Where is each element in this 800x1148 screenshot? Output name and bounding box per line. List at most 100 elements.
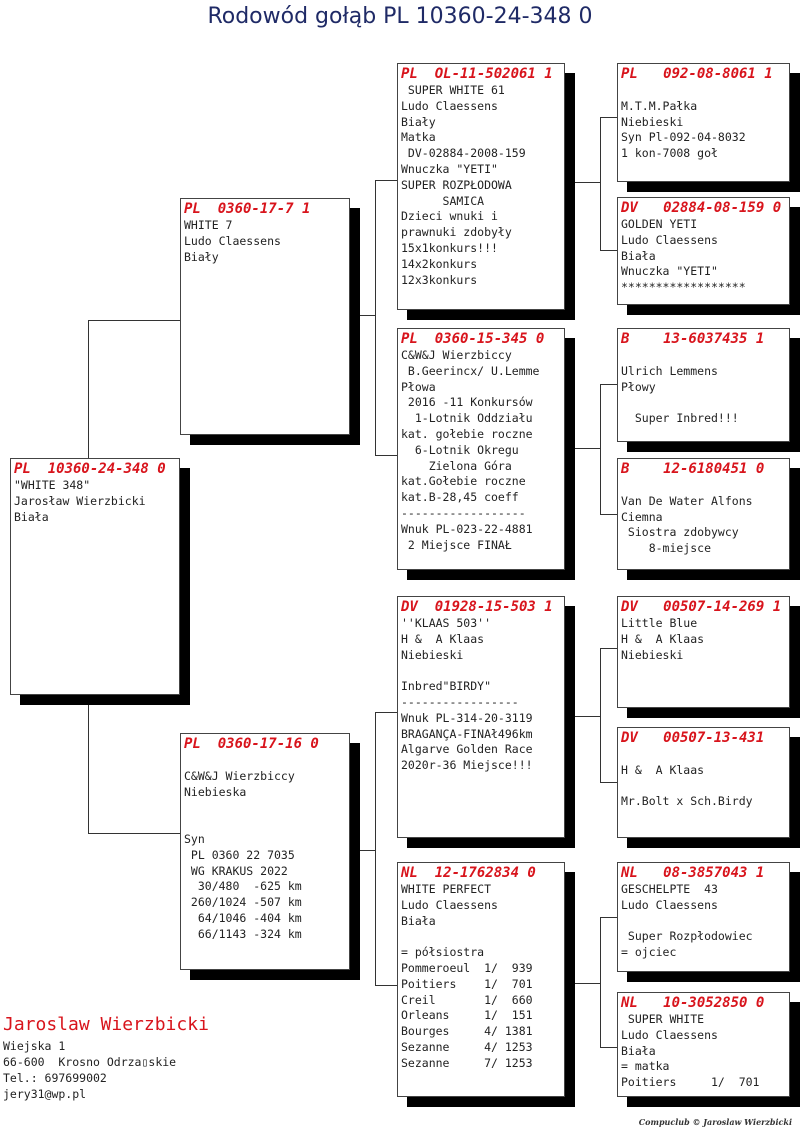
pedigree-line: Niebieski [401, 647, 464, 662]
pedigree-line: Poitiers 1/ 701 [621, 1075, 760, 1090]
connector [600, 250, 617, 251]
connector [88, 833, 180, 834]
pedigree-line: M.T.M.Pałka [621, 98, 698, 113]
pedigree-line: H & A Klaas [621, 631, 705, 646]
ring-number: DV 02884-08-159 0 [621, 200, 782, 216]
pedigree-line: Syn [184, 831, 205, 846]
pedigree-line: = ojciec [621, 945, 677, 960]
pedigree-line: 260/1024 -507 km [184, 895, 302, 910]
pedigree-line: WG KRAKUS 2022 [184, 863, 288, 878]
pedigree-line [621, 395, 789, 411]
pedigree-line [184, 800, 349, 816]
pedigree-line: Niebieski [621, 647, 684, 662]
connector [600, 514, 617, 515]
pedigree-line: Biały [184, 249, 219, 264]
pedigree-line: Algarve Golden Race [401, 742, 533, 757]
pedigree-line: SUPER WHITE 61 [401, 83, 505, 97]
pedigree-line: 1 kon-7008 goł [621, 146, 718, 161]
pedigree-line: 64/1046 -404 km [184, 910, 302, 925]
pedigree-line: prawnuki zdobyły [401, 225, 512, 240]
pedigree-line [621, 83, 789, 99]
connector [600, 917, 617, 918]
connector [375, 712, 376, 985]
pedigree-line: Ciemna [621, 509, 663, 524]
pedigree-line: ----------------- [401, 694, 519, 709]
pedigree-line: Matka [401, 130, 436, 145]
pedigree-line: Ulrich Lemmens [621, 363, 718, 378]
pedigree-line [621, 779, 789, 795]
connector [600, 117, 617, 118]
connector [360, 315, 376, 316]
pedigree-line: Ludo Claessens [621, 232, 718, 247]
pedigree-line: C&W&J Wierzbiccy [184, 768, 295, 783]
connector [600, 1047, 617, 1048]
connector [575, 182, 601, 183]
owner-city: 66-600 Krosno Odrza▯skie [3, 1055, 177, 1069]
connector [600, 117, 601, 250]
pedigree-line: Sezanne 7/ 1253 [401, 1055, 533, 1070]
subject-pigeon-card: PL 10360-24-348 0"WHITE 348"Jarosław Wie… [10, 458, 180, 695]
connector [600, 648, 617, 649]
dam-sire-card: DV 01928-15-503 1''KLAAS 503''H & A Klaa… [397, 596, 565, 838]
pedigree-line: 2016 -11 Konkursów [401, 395, 533, 410]
ring-number: PL 0360-17-7 1 [184, 201, 311, 217]
connector [360, 850, 376, 851]
ring-number: DV 01928-15-503 1 [401, 599, 553, 615]
owner-street: Wiejska 1 [3, 1039, 66, 1053]
pedigree-line: Poitiers 1/ 701 [401, 976, 533, 991]
pedigree-line: BRAGANÇA-FINAł496km [401, 726, 533, 741]
pedigree-line: Mr.Bolt x Sch.Birdy [621, 794, 753, 809]
pedigree-line: Biała [621, 1043, 656, 1058]
pedigree-line: 66/1143 -324 km [184, 926, 302, 941]
pedigree-line: kat.B-28,45 coeff [401, 490, 519, 505]
pedigree-line [184, 753, 349, 769]
pedigree-line: Orleans 1/ 151 [401, 1008, 533, 1023]
pedigree-line: 14x2konkurs [401, 256, 478, 271]
pedigree-line: Bourges 4/ 1381 [401, 1024, 533, 1039]
connector [88, 320, 89, 458]
pedigree-line: Biała [14, 509, 49, 524]
connector [375, 180, 376, 455]
pedigree-line: Niebieski [621, 114, 684, 129]
pedigree-line: 1-Lotnik Oddziału [401, 411, 533, 426]
pedigree-line: Van De Water Alfons [621, 493, 753, 508]
connector [600, 648, 601, 782]
ring-number: PL 092-08-8061 1 [621, 66, 773, 82]
pedigree-line: Pommeroeul 1/ 939 [401, 960, 533, 975]
pedigree-line: Ludo Claessens [401, 98, 498, 113]
pedigree-line: Sezanne 4/ 1253 [401, 1039, 533, 1054]
connector [375, 455, 397, 456]
pedigree-line: 6-Lotnik Okregu [401, 442, 519, 457]
pedigree-line: 12x3konkurs [401, 272, 478, 287]
pedigree-line: SAMICA [401, 193, 485, 208]
connector [575, 983, 601, 984]
pedigree-line: 2020r-36 Miejsce!!! [401, 758, 533, 773]
pedigree-line: Dzieci wnuki i [401, 209, 498, 224]
pedigree-line: Super Rozpłodowiec [621, 929, 753, 944]
pedigree-line: B.Geerincx/ U.Lemme [401, 363, 540, 378]
connector [600, 917, 601, 1047]
pedigree-line: Ludo Claessens [621, 1027, 718, 1042]
ring-number: B 13-6037435 1 [621, 331, 765, 347]
ring-number: PL OL-11-502061 1 [401, 66, 553, 82]
pedigree-line: GESCHELPTE 43 [621, 882, 718, 896]
pedigree-line: 2 Miejsce FINAŁ [401, 537, 512, 552]
pedigree-line: Inbred"BIRDY" [401, 679, 492, 694]
ring-number: DV 00507-14-269 1 [621, 599, 782, 615]
ring-number: DV 00507-13-431 [621, 730, 765, 746]
ring-number: NL 12-1762834 0 [401, 865, 536, 881]
pedigree-line [184, 816, 349, 832]
pedigree-line: GOLDEN YETI [621, 217, 698, 231]
pedigree-line: kat. gołebie roczne [401, 426, 533, 441]
pedigree-line: C&W&J Wierzbiccy [401, 348, 512, 362]
